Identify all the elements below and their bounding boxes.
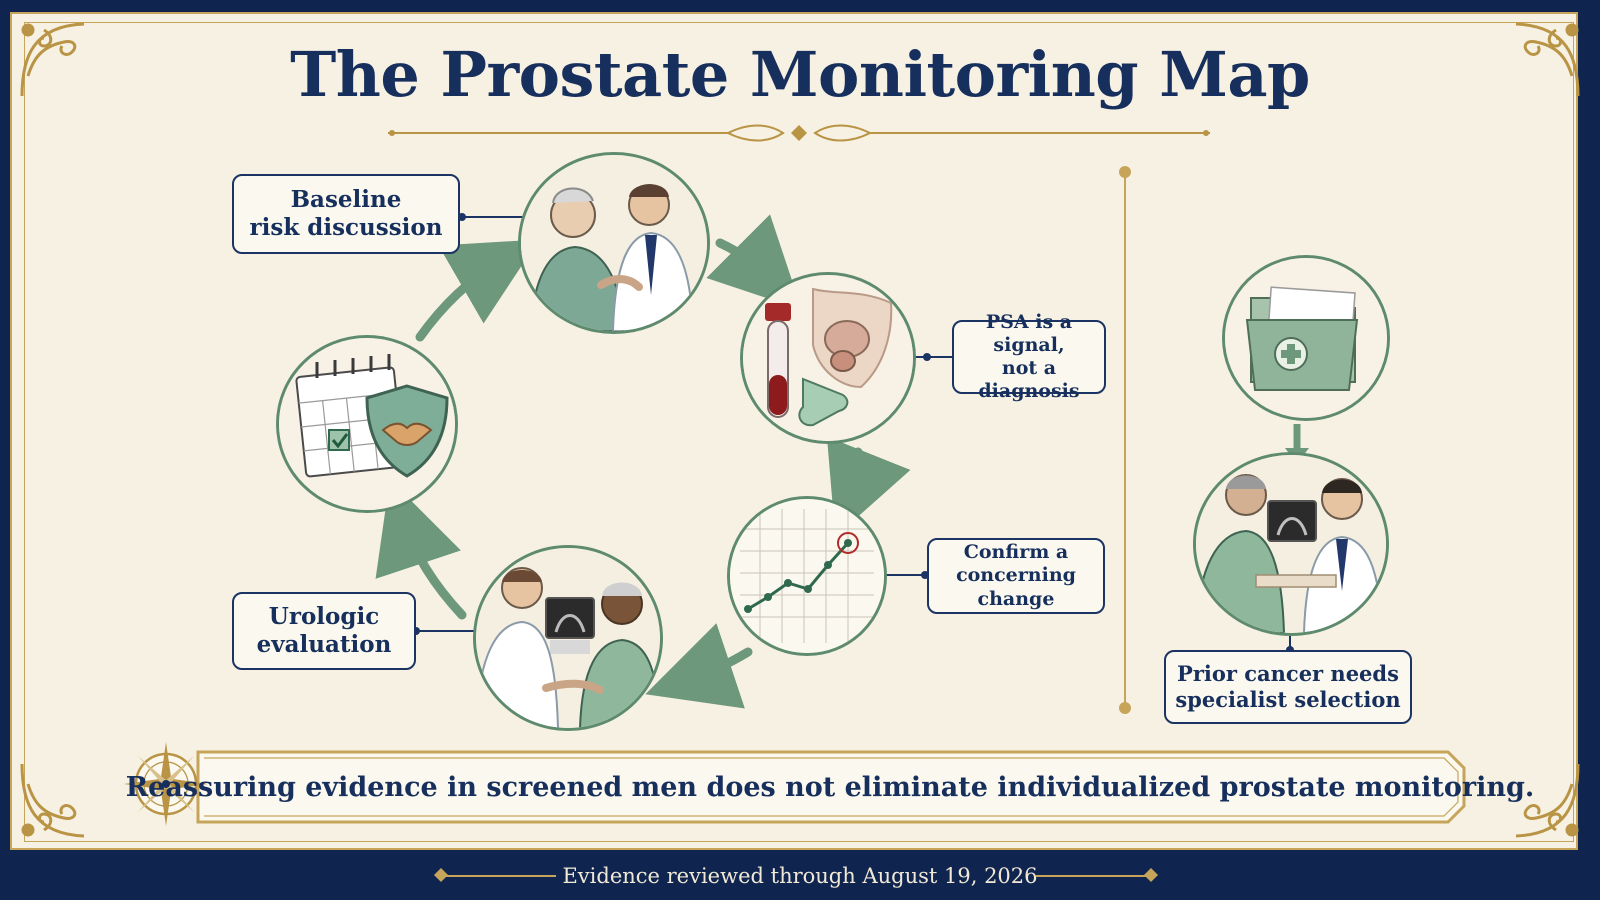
- label-confirm-change: Confirm a concerning change: [927, 538, 1105, 614]
- follow-up-schedule-circle: [276, 335, 458, 513]
- label-psa-signal: PSA is a signal, not a diagnosis: [952, 311, 1106, 402]
- label-urologic-evaluation: Urologic evaluation: [232, 592, 416, 670]
- label-baseline-line-2: risk discussion: [249, 214, 443, 241]
- title-flourish-divider: [388, 124, 1210, 142]
- psa-test-circle: [740, 272, 916, 444]
- baseline-consult-circle: [518, 152, 710, 334]
- footer-rule-left: [442, 875, 556, 877]
- medical-record-circle: [1222, 255, 1390, 421]
- corner-ornament-bottom-right-icon: [1515, 763, 1580, 838]
- corner-ornament-top-left-icon: [20, 22, 85, 97]
- label-prior-cancer-line-2: specialist selection: [1175, 687, 1401, 712]
- ultrasound-consult-icon: [476, 548, 660, 728]
- footer-diamond-right-icon: [1144, 868, 1158, 882]
- specialist-consult-circle: [1193, 452, 1389, 636]
- label-confirm-line-2: concerning change: [956, 564, 1076, 610]
- urologic-evaluation-circle: [473, 545, 663, 731]
- blood-tube-anatomy-icon: [743, 275, 913, 441]
- label-urologic-line-1: Urologic: [268, 602, 380, 630]
- key-message: Reassuring evidence in screened men does…: [125, 771, 1535, 803]
- footer-evidence-date: Evidence reviewed through August 19, 202…: [562, 864, 1038, 888]
- rising-trend-chart-icon: [730, 499, 884, 653]
- footer-diamond-left-icon: [434, 868, 448, 882]
- label-prior-cancer-line-1: Prior cancer needs: [1177, 661, 1399, 687]
- label-psa-line-2: not a diagnosis: [978, 357, 1080, 403]
- trend-chart-circle: [727, 496, 887, 656]
- label-psa-line-1: PSA is a signal,: [985, 310, 1073, 356]
- corner-ornament-top-right-icon: [1515, 22, 1580, 97]
- label-urologic-line-2: evaluation: [256, 631, 392, 658]
- specialist-consult-icon: [1196, 455, 1386, 633]
- label-prior-cancer: Prior cancer needs specialist selection: [1164, 650, 1412, 724]
- label-baseline-risk: Baseline risk discussion: [232, 174, 460, 254]
- corner-ornament-bottom-left-icon: [20, 763, 85, 838]
- label-baseline-line-1: Baseline: [290, 185, 402, 213]
- calendar-shield-handshake-icon: [279, 338, 455, 510]
- medical-folder-icon: [1225, 258, 1387, 418]
- bottom-banner-frame: [196, 750, 1466, 824]
- label-confirm-line-1: Confirm a: [963, 541, 1069, 564]
- footer-rule-right: [1036, 875, 1150, 877]
- doctor-patient-consult-icon: [521, 155, 707, 331]
- page-title: The Prostate Monitoring Map: [290, 38, 1310, 111]
- compass-rose-icon: [124, 742, 208, 826]
